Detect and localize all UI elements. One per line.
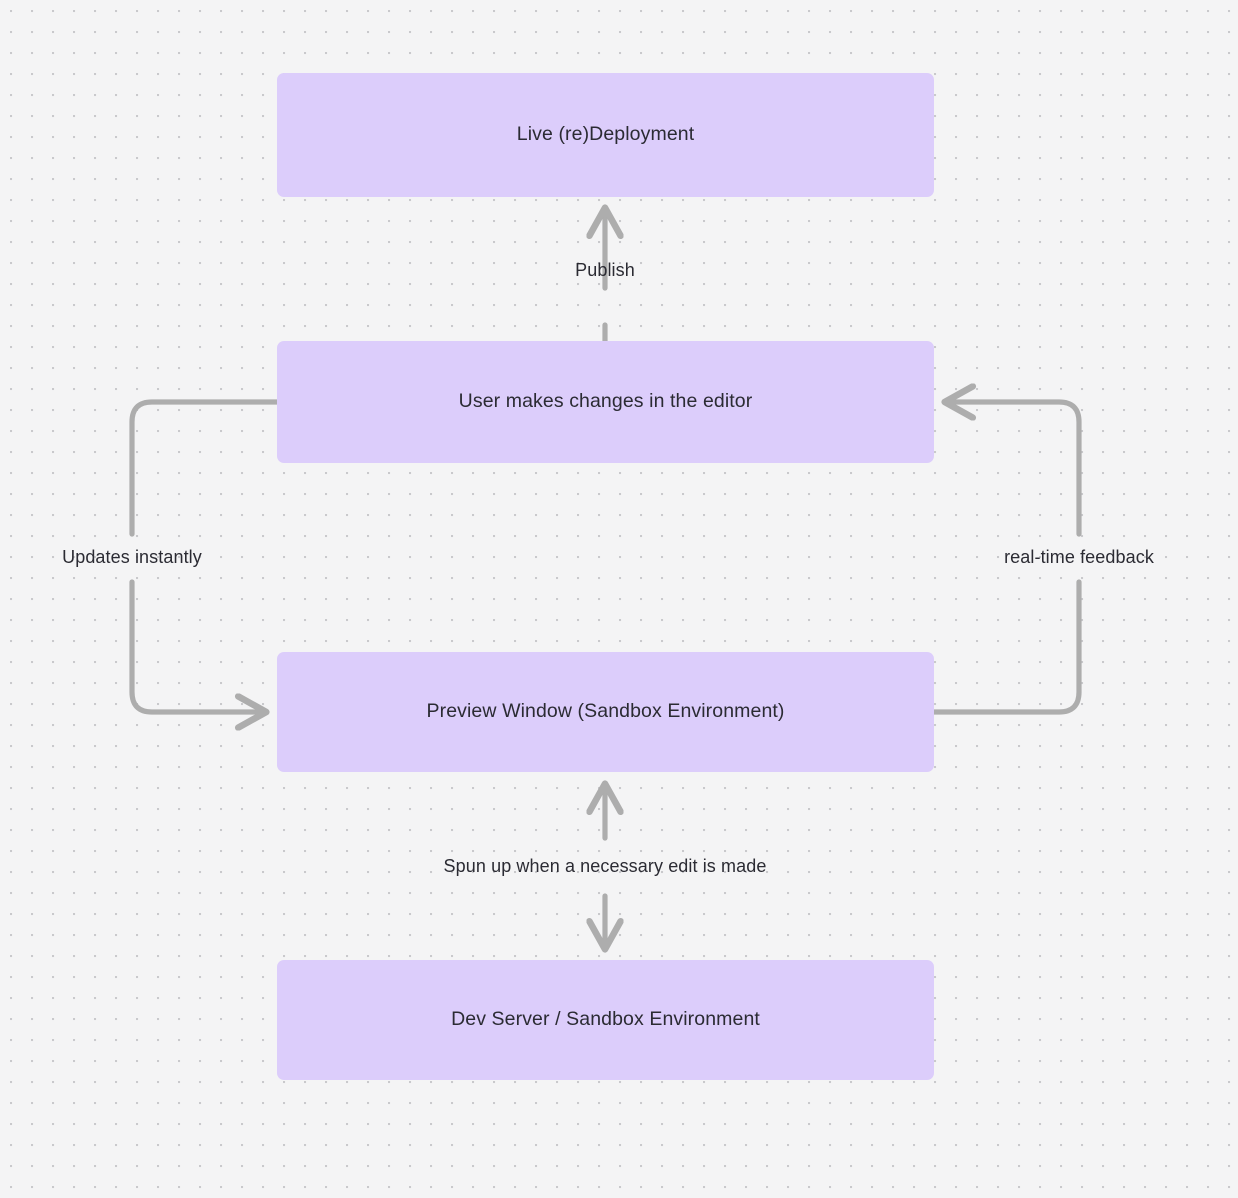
edge-label-updates-instantly: Updates instantly [62, 547, 202, 567]
node-user-edits-label: User makes changes in the editor [458, 390, 753, 413]
node-dev-server-label: Dev Server / Sandbox Environment [451, 1008, 760, 1031]
node-preview-window[interactable]: Preview Window (Sandbox Environment) [277, 652, 934, 772]
node-user-edits[interactable]: User makes changes in the editor [277, 341, 934, 463]
node-live-deployment[interactable]: Live (re)Deployment [277, 73, 934, 197]
edge-label-spun-up: Spun up when a necessary edit is made [443, 856, 767, 876]
node-preview-window-label: Preview Window (Sandbox Environment) [426, 700, 785, 723]
edge-label-real-time-feedback: real-time feedback [1004, 547, 1154, 567]
node-dev-server[interactable]: Dev Server / Sandbox Environment [277, 960, 934, 1080]
node-live-deployment-label: Live (re)Deployment [516, 123, 695, 146]
edge-label-publish: Publish [575, 260, 635, 280]
